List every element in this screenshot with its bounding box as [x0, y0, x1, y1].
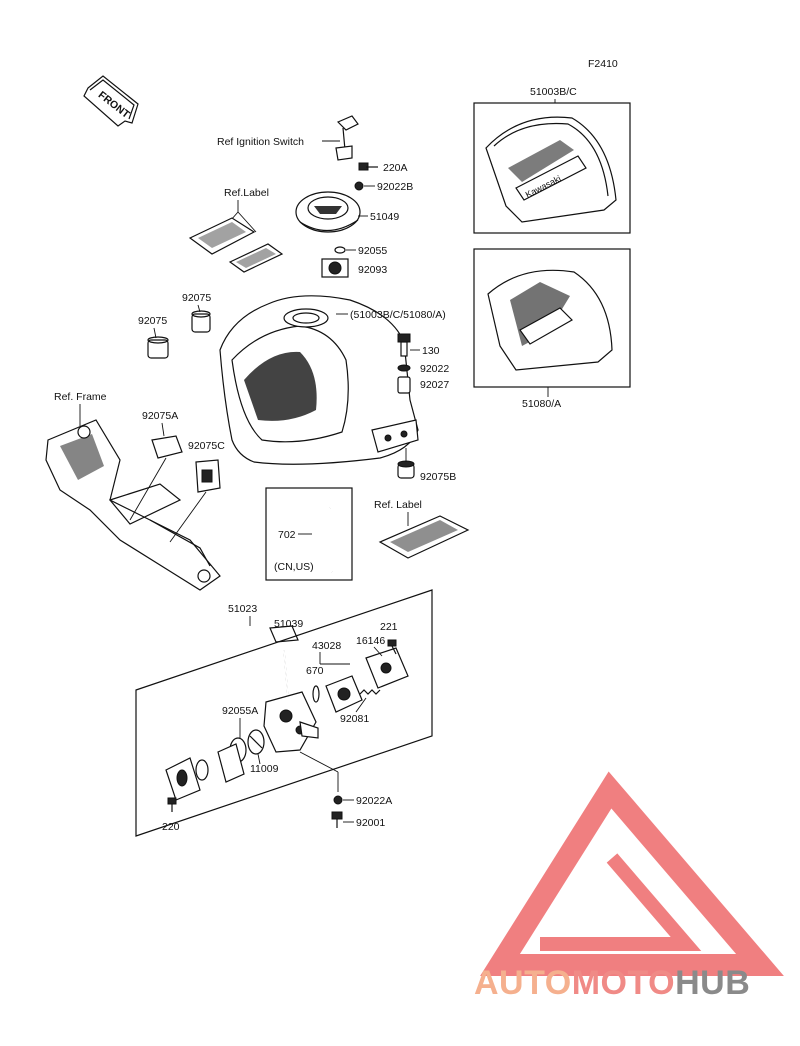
pad-92075A — [151, 435, 183, 459]
front-arrow-icon: FRONT — [83, 75, 139, 127]
screw-220A — [358, 162, 378, 171]
label-220: 220 — [162, 821, 180, 833]
watermark-auto: AUTO — [474, 964, 572, 1002]
gasket-11009 — [247, 729, 265, 755]
label-51039: 51039 — [274, 618, 303, 630]
watermark-logo: AUTOMOTOHUB — [474, 771, 784, 1002]
label-92001: 92001 — [356, 817, 385, 829]
frame-drawing — [45, 419, 221, 591]
label-43028: 43028 — [312, 640, 341, 652]
bolt-130 — [397, 333, 411, 357]
label-221: 221 — [380, 621, 398, 633]
box-51023 — [135, 589, 433, 837]
ref-label-sticker-2 — [378, 515, 470, 559]
gasket-92093 — [321, 258, 349, 278]
box-702 — [265, 487, 353, 581]
label-51023: 51023 — [228, 603, 257, 615]
label-16146: 16146 — [356, 635, 385, 647]
label-51049: 51049 — [370, 211, 399, 223]
ref-label-sticker-1 — [188, 217, 284, 273]
tank-cover-51080A — [487, 269, 613, 371]
washer-92022 — [397, 364, 411, 372]
box-51080A — [473, 248, 631, 388]
label-ref-ignition-switch: Ref Ignition Switch — [217, 136, 304, 148]
label-11009: 11009 — [250, 763, 279, 775]
strainer-flange — [165, 743, 245, 801]
label-tank-assembly: (51003B/C/51080/A) — [350, 309, 446, 321]
tank-cover-51003BC: Kawasaki — [485, 116, 617, 223]
damper-92075B — [397, 460, 415, 479]
pad-92075-lower — [147, 336, 169, 359]
screw-220 — [167, 797, 177, 812]
label-ref-frame: Ref. Frame — [54, 391, 107, 403]
label-92093: 92093 — [358, 264, 387, 276]
bracket-92075C — [195, 459, 221, 493]
pad-92075-upper — [191, 310, 211, 333]
label-92055: 92055 — [358, 245, 387, 257]
figure-code: F2410 — [588, 58, 618, 70]
washer-92022B — [354, 181, 364, 191]
label-92027: 92027 — [420, 379, 449, 391]
diaphragm-43028 — [325, 675, 363, 713]
fuel-tank — [219, 295, 419, 465]
fuel-tap-body — [263, 649, 319, 753]
svg-text:AUTOMOTOHUB: AUTOMOTOHUB — [474, 964, 750, 1002]
watermark-moto: MOTO — [572, 964, 675, 1002]
label-92055A: 92055A — [222, 705, 258, 717]
label-702: 702 — [278, 529, 296, 541]
collar-92027 — [397, 376, 411, 394]
watermark-triangle-inner — [540, 853, 702, 951]
screw-221 — [387, 639, 397, 655]
spring-92081 — [359, 689, 381, 695]
gasket-51039 — [269, 625, 299, 643]
cover-16146 — [365, 647, 409, 689]
label-ref-label-2: Ref. Label — [374, 499, 422, 511]
label-92022B: 92022B — [377, 181, 413, 193]
oring-670 — [312, 685, 320, 703]
label-92075B: 92075B — [420, 471, 456, 483]
label-92075C: 92075C — [188, 440, 225, 452]
label-92075-lower: 92075 — [138, 315, 167, 327]
label-51080A: 51080/A — [522, 398, 561, 410]
label-cnus: (CN,US) — [274, 561, 314, 573]
ignition-switch-part — [335, 115, 359, 161]
fuel-cap-51049 — [295, 191, 361, 233]
label-670: 670 — [306, 665, 324, 677]
box-51003BC — [473, 102, 631, 234]
label-130: 130 — [422, 345, 440, 357]
watermark-triangle — [480, 771, 784, 976]
watermark-hub: HUB — [675, 964, 750, 1002]
label-51003BC: 51003B/C — [530, 86, 577, 98]
label-92075-upper: 92075 — [182, 292, 211, 304]
label-92075A: 92075A — [142, 410, 178, 422]
label-220A: 220A — [383, 162, 408, 174]
washer-92022A — [333, 795, 343, 805]
label-92022A: 92022A — [356, 795, 392, 807]
hose-702 — [314, 506, 334, 573]
label-92081: 92081 — [340, 713, 369, 725]
oring-92055 — [334, 246, 346, 254]
bolt-92001 — [331, 811, 343, 828]
label-ref-label-1: Ref.Label — [224, 187, 269, 199]
label-92022: 92022 — [420, 363, 449, 375]
